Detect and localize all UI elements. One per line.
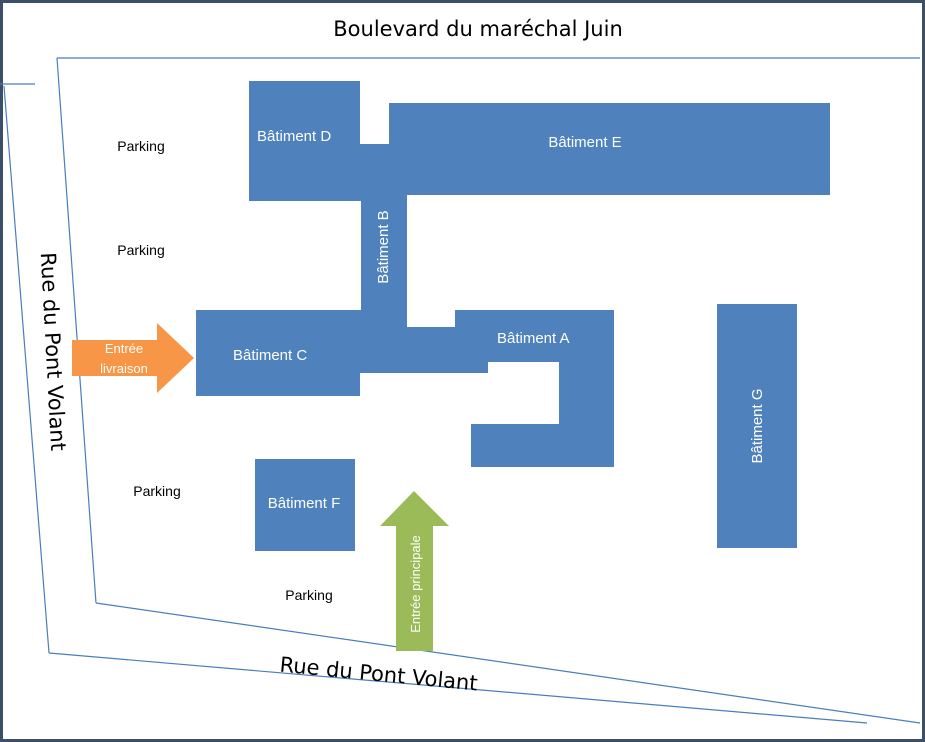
- building-c-label: Bâtiment C: [233, 347, 307, 364]
- parking-label-4: Parking: [285, 587, 332, 603]
- building-b-shape: [361, 195, 407, 335]
- parking-label-1: Parking: [117, 138, 164, 154]
- parking-label-3: Parking: [133, 483, 180, 499]
- building-e-label: Bâtiment E: [548, 134, 621, 151]
- outer-bottom-road-line: [48, 652, 868, 724]
- parking-label-2: Parking: [117, 242, 164, 258]
- building-c-shape: [196, 310, 488, 396]
- buildings: [196, 81, 830, 551]
- delivery-entrance-label-line2: livraison: [100, 361, 148, 376]
- road-lines: [0, 57, 921, 724]
- main-entrance-label: Entrée principale: [408, 535, 423, 633]
- inner-bottom-road-line: [95, 602, 921, 724]
- building-d-shape: [249, 81, 360, 201]
- building-g-label: Bâtiment G: [749, 388, 766, 463]
- building-a-label: Bâtiment A: [497, 330, 570, 347]
- street-boulevard-label: Boulevard du maréchal Juin: [333, 17, 623, 41]
- delivery-entrance-arrow: [72, 323, 194, 393]
- main-entrance-arrow: [380, 491, 449, 651]
- delivery-entrance-label-line1: Entrée: [105, 341, 143, 356]
- building-d-label: Bâtiment D: [257, 128, 331, 145]
- inner-left-road-line: [56, 57, 97, 604]
- building-f-label: Bâtiment F: [268, 495, 341, 512]
- building-g-shape: [717, 304, 797, 548]
- building-b-label: Bâtiment B: [375, 210, 392, 283]
- building-f-shape: [255, 459, 355, 551]
- building-d-connector: [355, 144, 395, 201]
- outer-left-road-line: [3, 85, 50, 654]
- building-a-shape: [455, 310, 614, 467]
- building-e-shape: [389, 103, 830, 195]
